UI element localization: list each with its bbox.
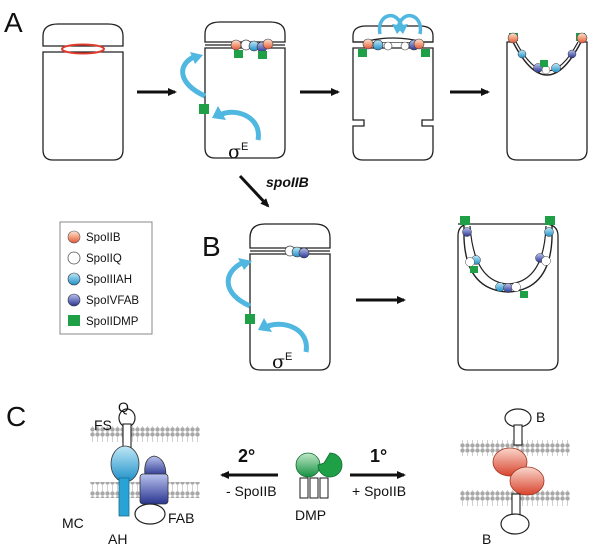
- legend-item-spoivfab: SpoIVFAB: [86, 295, 139, 307]
- label-q: Q: [118, 399, 129, 415]
- label-plus-spoiib: + SpoIIB: [352, 483, 406, 499]
- spoiiiah-icon: [67, 272, 81, 286]
- cell-a2: σ E: [180, 21, 286, 163]
- legend-item-spoiib: SpoIIB: [86, 232, 121, 244]
- cell-b1: σ E: [225, 223, 331, 373]
- spoiib-icon: [67, 230, 81, 244]
- complex-without-spoiib: [90, 408, 200, 525]
- sigma-e-symbol: σ: [228, 141, 241, 163]
- legend-item-spoiidmp: SpoIIDMP: [86, 316, 139, 328]
- septum-red-ellipse: [61, 43, 105, 55]
- label-ah: AH: [108, 531, 127, 547]
- label-b-bottom: B: [482, 531, 491, 547]
- svg-text:E: E: [285, 351, 292, 363]
- spoivfab-icon: [67, 293, 81, 307]
- dmp-complex: [295, 452, 343, 499]
- cell-a3: [352, 14, 434, 161]
- legend-item-spoiiq: SpoIIQ: [86, 253, 122, 265]
- label-1st: 1°: [370, 446, 387, 466]
- panel-a-label: A: [4, 7, 23, 38]
- cell-a4: [506, 32, 588, 161]
- spoiiq-icon: [67, 251, 81, 265]
- label-dmp: DMP: [295, 507, 326, 523]
- forespore-membrane: [90, 426, 200, 442]
- arrow-spoiib: [238, 174, 270, 208]
- svg-text:E: E: [241, 141, 248, 153]
- label-fab: FAB: [168, 510, 194, 526]
- complex-with-spoiib: [460, 408, 570, 535]
- spoiib-label: spoIIB: [266, 174, 309, 190]
- label-fs: FS: [94, 417, 112, 433]
- panel-b-label: B: [202, 231, 221, 262]
- cell-b2: [457, 216, 559, 371]
- label-2nd: 2°: [238, 446, 255, 466]
- label-minus-spoiib: - SpoIIB: [226, 483, 277, 499]
- label-mc: MC: [62, 515, 84, 531]
- panel-c-label: C: [6, 401, 26, 432]
- transport-arrow: [180, 53, 207, 99]
- spoiidmp-icon: [68, 315, 80, 326]
- label-b-top: B: [536, 409, 545, 425]
- expression-arrow: [221, 109, 261, 141]
- legend: SpoIIB SpoIIQ SpoIIIAH SpoIVFAB SpoIIDMP: [59, 221, 153, 335]
- cell-a1: [42, 23, 124, 161]
- spoiidmp-square: [199, 104, 209, 114]
- sigma-e-symbol-b: σ: [272, 351, 285, 373]
- legend-item-spoiiiah: SpoIIIAH: [86, 274, 132, 286]
